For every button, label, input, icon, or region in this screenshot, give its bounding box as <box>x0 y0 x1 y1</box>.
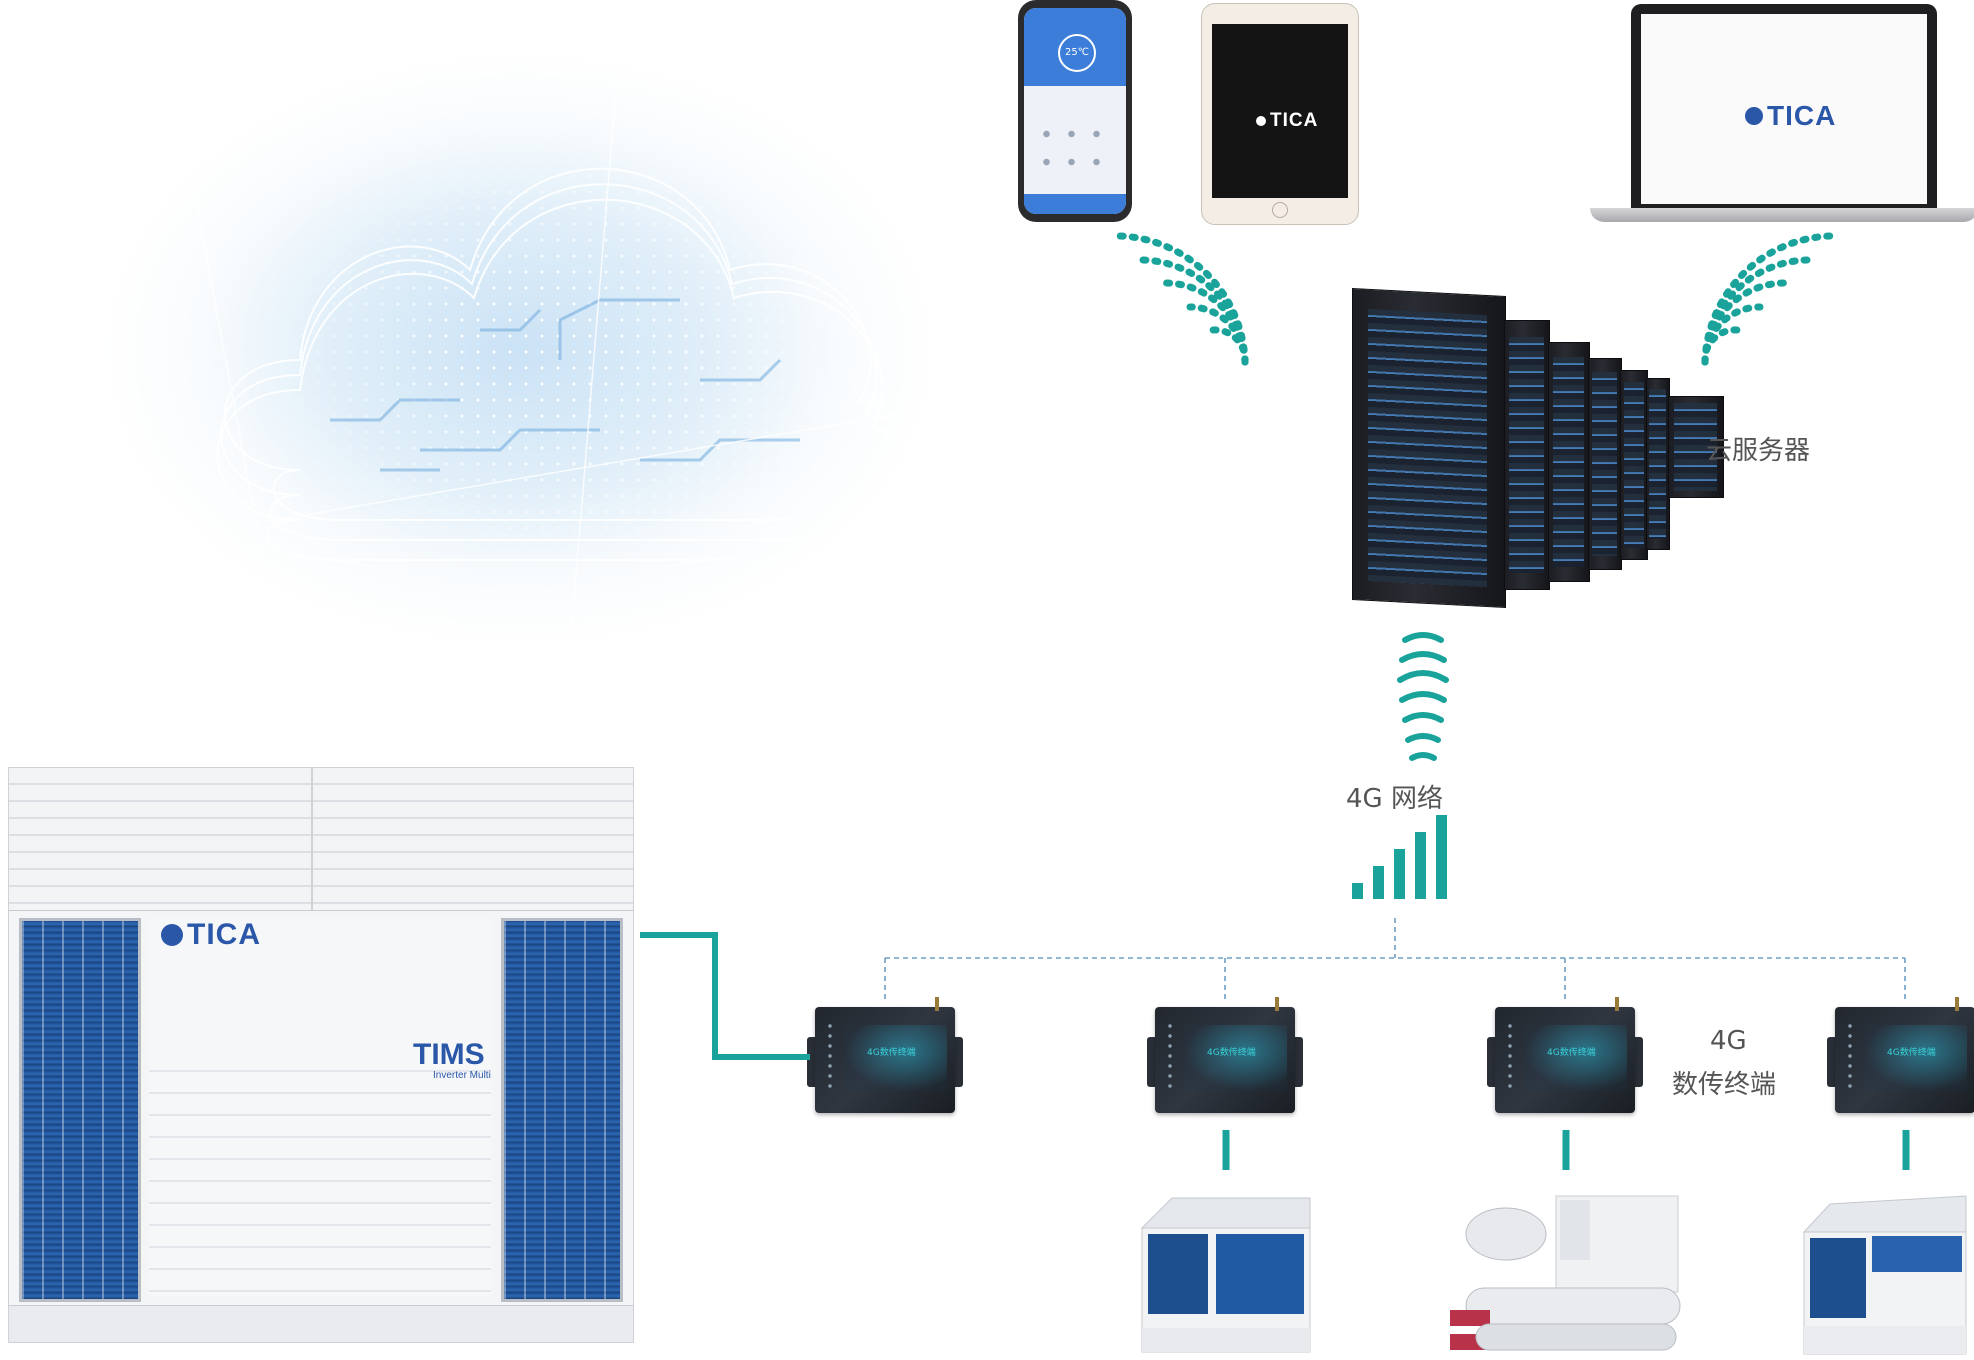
signal-bars-icon <box>1352 815 1447 899</box>
air-cooled-chiller <box>1140 1197 1311 1353</box>
modular-chiller <box>1802 1195 1967 1355</box>
phone-mode-icons <box>1034 120 1116 180</box>
phone-app-header: 25℃ <box>1024 8 1126 86</box>
wifi-waves-left-icon <box>1116 232 1249 366</box>
cloud-server-label: 云服务器 <box>1706 436 1811 466</box>
server-rack <box>1504 320 1550 590</box>
vrf-logo: TICA <box>161 918 261 952</box>
chiller-links <box>1222 1130 1910 1170</box>
wifi-waves-right-icon <box>1701 232 1834 366</box>
vrf-connector-line <box>640 932 810 1060</box>
terminal-screen-text: 4G数传终端 <box>1207 1048 1256 1058</box>
tablet-screen: TICA <box>1212 24 1348 198</box>
server-rack <box>1668 396 1724 498</box>
4g-terminal-1: 4G数传终端 <box>807 997 963 1113</box>
wifi-waves-down-icon <box>1397 632 1449 761</box>
tablet-logo: TICA <box>1256 110 1318 132</box>
server-rack <box>1646 378 1670 550</box>
server-rack <box>1352 287 1506 609</box>
screw-chiller <box>1450 1195 1681 1351</box>
network-tree <box>884 918 1906 1002</box>
terminal-label-line2: 数传终端 <box>1672 1070 1777 1100</box>
server-rack <box>1620 370 1648 560</box>
laptop-screen: TICA <box>1641 14 1927 204</box>
vrf-left-coil <box>19 918 141 1302</box>
terminal-screen-text: 4G数传终端 <box>1887 1048 1936 1058</box>
vrf-right-coil <box>501 918 623 1302</box>
cloud-illustration <box>39 39 1101 771</box>
4g-terminal-3: 4G数传终端 <box>1487 997 1643 1113</box>
terminal-label-line1: 4G <box>1710 1026 1747 1056</box>
laptop-base <box>1590 208 1974 222</box>
product-line-subtitle: Inverter Multi <box>433 1070 491 1081</box>
temperature-dial: 25℃ <box>1058 34 1096 72</box>
logo-text: TICA <box>187 918 261 951</box>
server-rack <box>1588 358 1622 570</box>
product-line-title: TIMS <box>413 1038 485 1071</box>
vrf-base <box>9 1305 633 1342</box>
smartphone: 25℃ <box>1018 0 1132 222</box>
logo-text: TICA <box>1270 110 1319 131</box>
terminal-screen-text: 4G数传终端 <box>1547 1048 1596 1058</box>
phone-screen: 25℃ <box>1024 8 1126 214</box>
vrf-outdoor-unit: TICA TIMS Inverter Multi <box>8 767 634 1343</box>
logo-mark-icon <box>1745 107 1763 125</box>
terminal-screen-text: 4G数传终端 <box>867 1048 916 1058</box>
4g-terminal-4: 4G数传终端 <box>1827 997 1974 1113</box>
phone-app-footer <box>1024 194 1126 214</box>
server-rack <box>1548 342 1590 582</box>
network-4g-label: 4G 网络 <box>1346 784 1443 814</box>
laptop: TICA <box>1631 4 1937 210</box>
home-button-icon <box>1272 202 1288 218</box>
vrf-top-panel <box>9 768 633 911</box>
logo-mark-icon <box>161 924 183 946</box>
tablet: TICA <box>1201 3 1359 225</box>
logo-text: TICA <box>1767 100 1837 131</box>
laptop-logo: TICA <box>1745 100 1836 132</box>
dot-grid-pattern <box>150 40 1050 760</box>
4g-terminal-2: 4G数传终端 <box>1147 997 1303 1113</box>
logo-mark-icon <box>1256 116 1266 126</box>
